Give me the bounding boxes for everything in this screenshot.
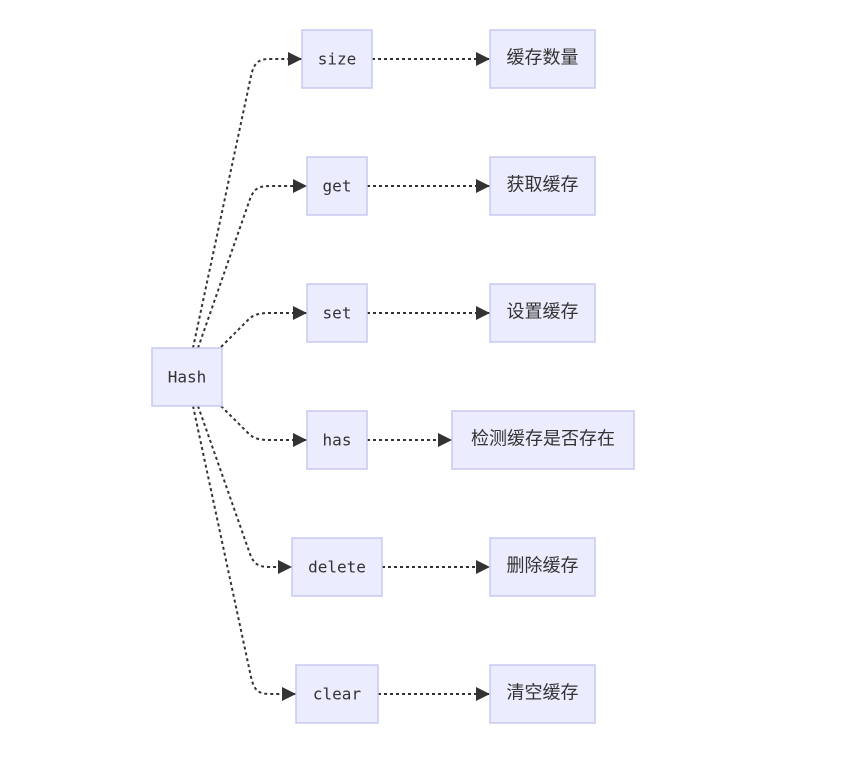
edge-hash-set [220,306,307,348]
node-box [306,410,368,470]
node-label: 获取缓存 [507,175,579,196]
edge-hash-get [197,179,307,349]
node-box [306,283,368,343]
node-label: 删除缓存 [507,556,579,577]
edge-hash-has [220,405,307,447]
node-label: size [318,50,357,69]
edge-hash-delete [197,405,292,574]
node-box [489,664,596,724]
node-method-has: has [306,410,368,470]
node-description-delete: 删除缓存 [489,537,596,597]
node-description-set: 设置缓存 [489,283,596,343]
node-label: get [323,177,352,196]
node-box [489,537,596,597]
edge-hash-clear [192,405,296,701]
node-box [301,29,373,89]
node-description-get: 获取缓存 [489,156,596,216]
node-box [451,410,635,470]
node-description-clear: 清空缓存 [489,664,596,724]
node-hash: Hash [151,347,223,407]
node-label: has [323,431,352,450]
node-method-set: set [306,283,368,343]
node-box [151,347,223,407]
node-method-get: get [306,156,368,216]
node-label: 缓存数量 [507,48,579,69]
node-label: Hash [168,368,207,387]
edge-hash-size [192,52,302,349]
node-label: set [323,304,352,323]
node-label: 清空缓存 [507,683,579,704]
node-box [489,29,596,89]
node-label: clear [313,685,362,704]
node-box [291,537,383,597]
node-method-clear: clear [295,664,379,724]
node-label: 检测缓存是否存在 [471,429,615,450]
node-label: 设置缓存 [507,302,579,323]
node-description-has: 检测缓存是否存在 [451,410,635,470]
node-box [489,283,596,343]
node-box [295,664,379,724]
edges-root-to-methods [192,52,307,701]
node-method-delete: delete [291,537,383,597]
edges-methods-to-descriptions [367,52,490,701]
node-box [306,156,368,216]
node-method-size: size [301,29,373,89]
node-label: delete [308,558,366,577]
node-box [489,156,596,216]
node-description-size: 缓存数量 [489,29,596,89]
